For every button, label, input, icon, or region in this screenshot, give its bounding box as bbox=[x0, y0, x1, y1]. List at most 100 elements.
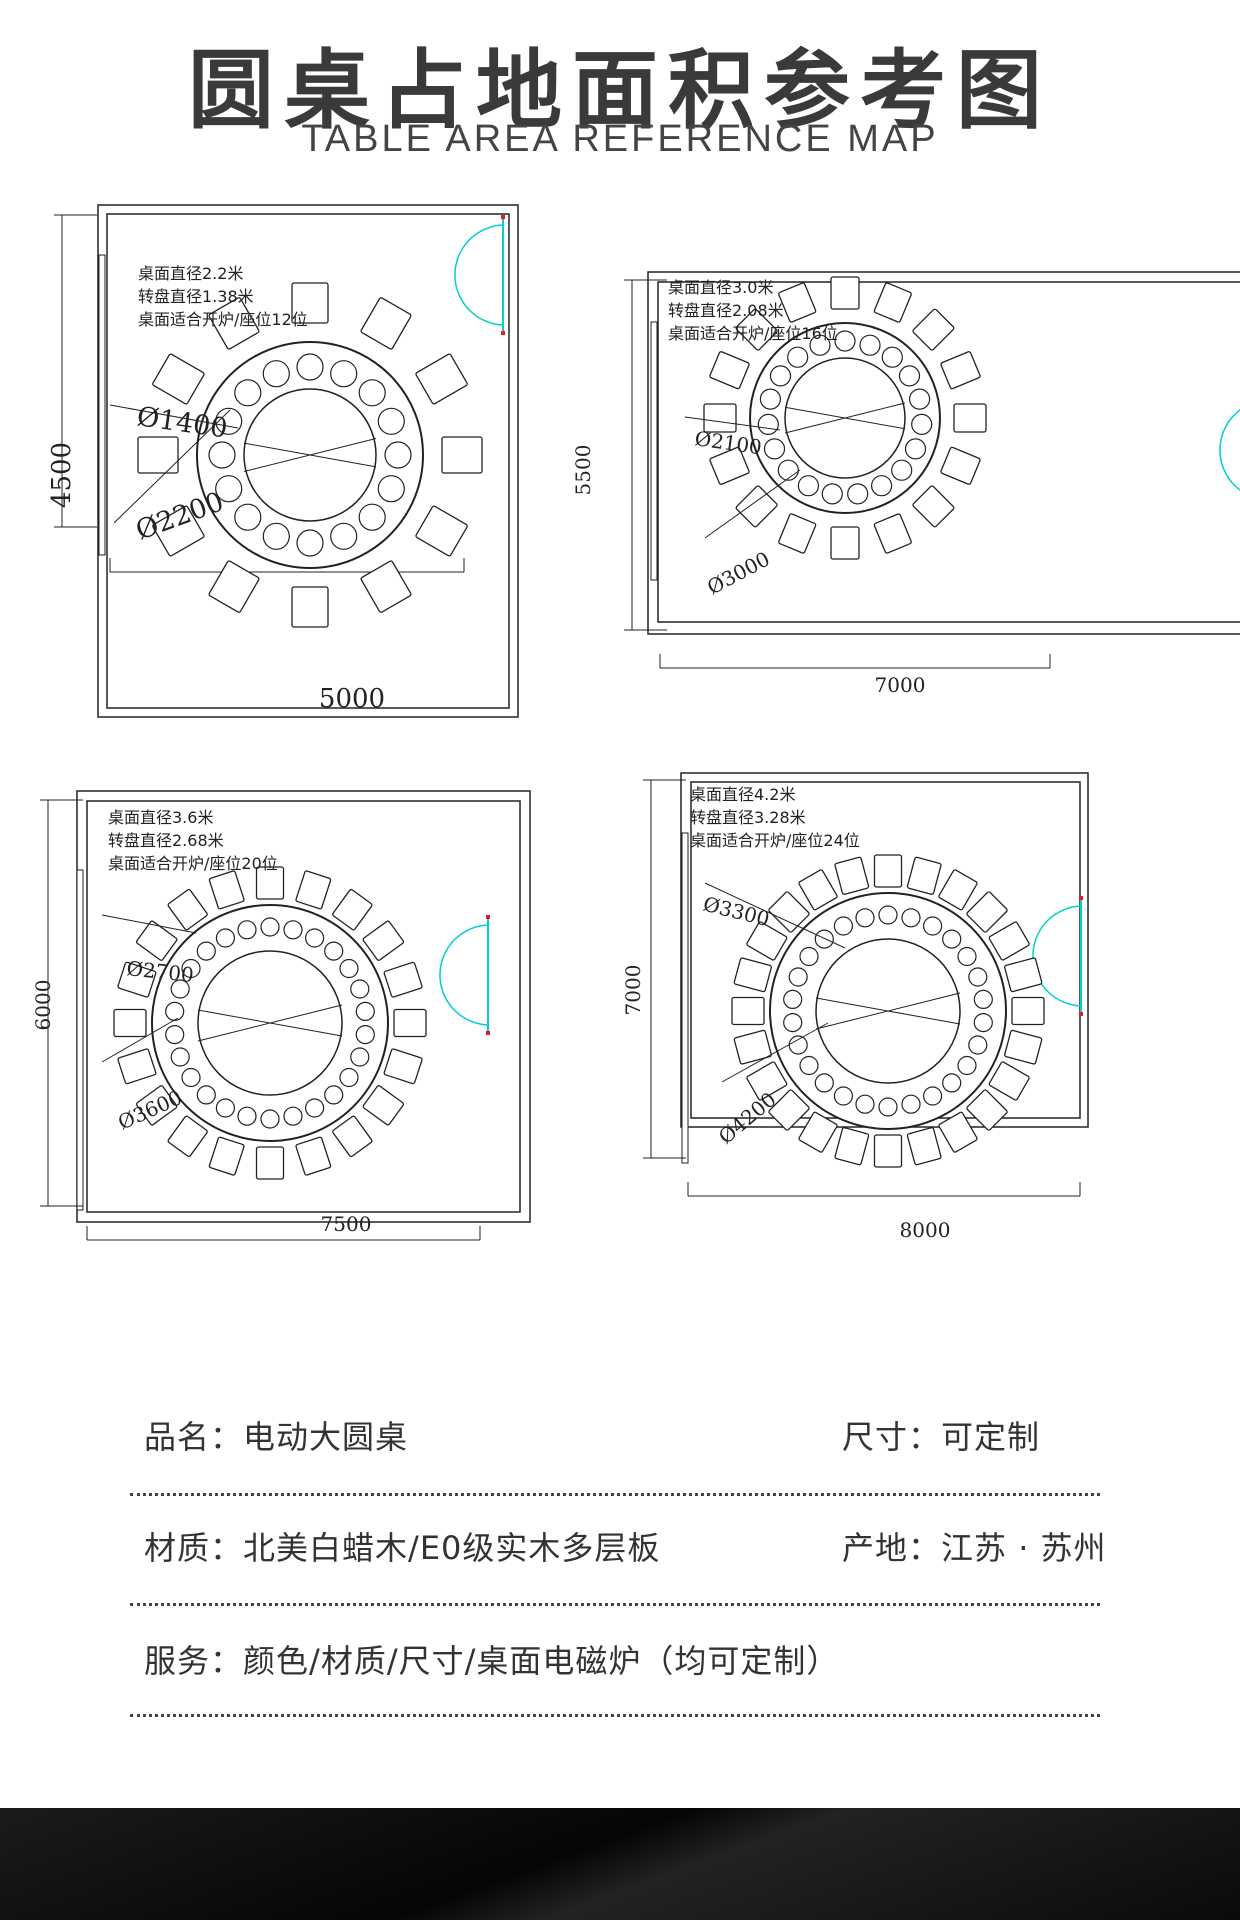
room-width-dim: 5000 bbox=[319, 684, 385, 714]
wall-outer bbox=[97, 204, 519, 718]
chair bbox=[938, 869, 978, 911]
door-swing bbox=[1219, 451, 1240, 491]
diameter-line bbox=[243, 438, 377, 472]
chair bbox=[441, 436, 483, 474]
hotpot-slot bbox=[878, 1097, 898, 1117]
floor-plan-2-drawing: 桌面直径3.0米 转盘直径2.08米 桌面适合开炉/座位16位 Ø2100 Ø3… bbox=[571, 271, 1240, 697]
wall-inner bbox=[657, 281, 1240, 623]
floor-plan-4-drawing: 桌面直径4.2米 转盘直径3.28米 桌面适合开炉/座位24位 Ø3300 Ø4… bbox=[621, 772, 1089, 1242]
turntable-diameter-label: 转盘直径1.38米 bbox=[138, 287, 254, 306]
hotpot-slot bbox=[923, 916, 943, 936]
chair bbox=[208, 297, 260, 350]
chair bbox=[938, 1111, 978, 1153]
hotpot-slot bbox=[324, 1085, 344, 1105]
room-depth-dim: 6000 bbox=[31, 980, 55, 1031]
spec-name: 品名电动大圆桌 bbox=[144, 1412, 408, 1458]
hotpot-slot bbox=[923, 1086, 943, 1106]
room-width-dim: 7500 bbox=[321, 1212, 372, 1236]
chair bbox=[768, 891, 810, 933]
hotpot-slot bbox=[170, 1047, 190, 1067]
hotpot-slot bbox=[809, 334, 831, 356]
chair bbox=[798, 869, 838, 911]
chair bbox=[117, 1048, 157, 1085]
chair bbox=[735, 308, 778, 351]
chair bbox=[940, 351, 981, 390]
chair bbox=[1004, 1029, 1043, 1065]
hotpot-slot bbox=[909, 388, 931, 410]
outer-diameter-dim: Ø3600 bbox=[114, 1085, 185, 1134]
hotpot-slot bbox=[170, 979, 190, 999]
hotpot-slot bbox=[283, 1106, 303, 1126]
door-swing bbox=[1219, 409, 1240, 449]
chair bbox=[912, 308, 955, 351]
chair bbox=[953, 403, 987, 433]
hotpot-slot bbox=[234, 379, 262, 407]
spec-material-value: 北美白蜡木/E0级实木多层板 bbox=[243, 1529, 661, 1567]
hotpot-slot bbox=[783, 1012, 803, 1033]
door-swing bbox=[454, 276, 504, 326]
chair bbox=[873, 854, 903, 888]
divider-dotted bbox=[130, 1603, 1100, 1606]
chair bbox=[912, 485, 955, 528]
hotpot-slot bbox=[911, 413, 933, 436]
hotpot-slot bbox=[237, 920, 257, 940]
chair bbox=[360, 560, 412, 613]
door-hinge bbox=[1079, 896, 1083, 900]
chair bbox=[135, 1085, 178, 1126]
door-hinge bbox=[486, 915, 490, 919]
chair bbox=[873, 1134, 903, 1168]
chair bbox=[332, 888, 373, 931]
leader-line bbox=[721, 1022, 829, 1083]
table-diameter-label: 桌面直径3.6米 bbox=[108, 808, 213, 827]
spec-row-3: 服务颜色/材质/尺寸/桌面电磁炉（均可定制） bbox=[140, 1636, 1120, 1746]
page-subtitle: TABLE AREA REFERENCE MAP bbox=[301, 118, 939, 160]
spec-material: 材质北美白蜡木/E0级实木多层板 bbox=[144, 1523, 660, 1569]
hotpot-slot bbox=[777, 459, 799, 481]
hotpot-slot bbox=[788, 1035, 808, 1055]
round-table bbox=[684, 276, 987, 560]
hotpot-slot bbox=[957, 946, 977, 967]
hotpot-slot bbox=[330, 360, 358, 388]
spec-service-value: 颜色/材质/尺寸/桌面电磁炉（均可定制） bbox=[243, 1642, 840, 1680]
chair bbox=[988, 1061, 1030, 1101]
round-table bbox=[109, 282, 483, 628]
hotpot-slot bbox=[165, 1001, 185, 1022]
chair bbox=[362, 1085, 405, 1126]
hotpot-slot bbox=[262, 360, 290, 388]
hotpot-slot bbox=[855, 908, 875, 928]
chair bbox=[733, 957, 772, 993]
seating-label: 桌面适合开炉/座位16位 bbox=[668, 324, 838, 343]
hotpot-slot bbox=[881, 346, 903, 368]
hotpot-slot bbox=[878, 905, 898, 925]
hotpot-slot bbox=[901, 908, 921, 928]
seating-label: 桌面适合开炉/座位12位 bbox=[138, 310, 308, 329]
chair bbox=[167, 888, 208, 931]
chair bbox=[152, 353, 205, 405]
room-width-dim: 7000 bbox=[875, 673, 926, 697]
leader-line bbox=[684, 416, 781, 431]
door-swing bbox=[439, 924, 489, 974]
room-depth-dim: 5500 bbox=[571, 445, 595, 496]
hotpot-slot bbox=[358, 503, 386, 531]
chair bbox=[778, 282, 817, 323]
room-depth-dim: 4500 bbox=[47, 442, 77, 508]
spec-size-value: 可定制 bbox=[941, 1418, 1041, 1456]
chair bbox=[709, 351, 750, 390]
turntable bbox=[784, 357, 906, 479]
hotpot-slot bbox=[234, 503, 262, 531]
hotpot-slot bbox=[973, 1012, 993, 1033]
hotpot-slot bbox=[821, 483, 843, 505]
turntable bbox=[243, 388, 377, 522]
chair bbox=[1004, 957, 1043, 993]
turntable bbox=[197, 950, 343, 1096]
hotpot-slot bbox=[968, 1035, 988, 1055]
window bbox=[681, 832, 689, 1164]
chair bbox=[988, 921, 1030, 961]
leader-line bbox=[113, 409, 231, 524]
hotpot-slot bbox=[847, 483, 869, 505]
hotpot-slot bbox=[942, 1073, 962, 1093]
hotpot-slot bbox=[783, 989, 803, 1010]
spec-name-key: 品名 bbox=[144, 1418, 243, 1456]
chair bbox=[360, 297, 412, 350]
hotpot-slot bbox=[377, 407, 405, 435]
